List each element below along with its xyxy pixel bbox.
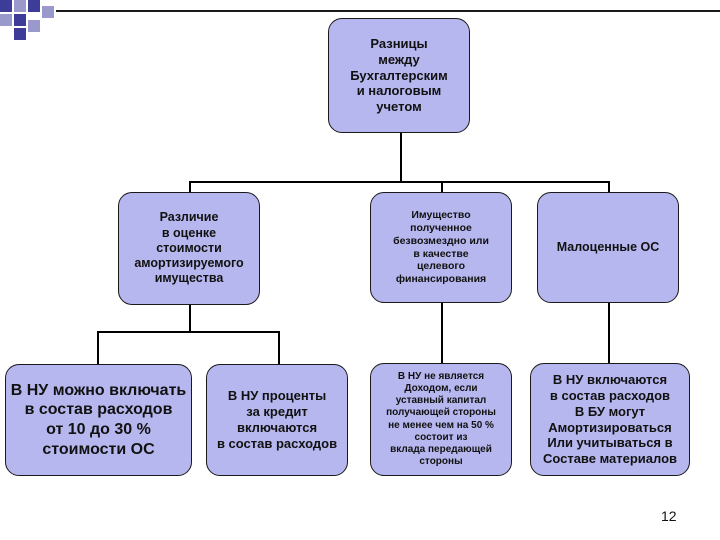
connector-level1-left-down — [189, 305, 191, 332]
node-low-value-assets-label: Малоценные ОС — [556, 239, 660, 254]
node-not-income: В НУ не является Доходом, если уставный … — [370, 363, 512, 476]
connector-to-level2-1 — [97, 331, 99, 365]
node-depreciation-bonus-label: В НУ можно включать в состав расходов от… — [10, 381, 187, 458]
connector-to-level2-2 — [278, 331, 280, 365]
node-loan-interest: В НУ проценты за кредит включаются в сос… — [206, 364, 348, 476]
node-not-income-label: В НУ не является Доходом, если уставный … — [386, 370, 496, 468]
corner-square-light-3 — [0, 14, 12, 26]
root-node-label: Разницы между Бухгалтерским и налоговым … — [350, 35, 448, 115]
root-node: Разницы между Бухгалтерским и налоговым … — [328, 18, 470, 133]
connector-root-down — [400, 133, 402, 181]
connector-middle-down — [441, 303, 443, 363]
connector-to-level1-right — [608, 181, 610, 193]
connector-right-down — [608, 303, 610, 363]
corner-square-light-1 — [14, 0, 26, 12]
connector-level1-bar — [189, 181, 609, 183]
page-number: 12 — [661, 508, 677, 524]
corner-square-dark-4 — [14, 28, 26, 40]
node-depreciation-bonus: В НУ можно включать в состав расходов от… — [5, 364, 192, 476]
node-free-property: Имущество полученное безвозмездно или в … — [370, 192, 512, 303]
corner-square-light-4 — [28, 20, 40, 32]
node-valuation-difference: Различие в оценке стоимости амортизируем… — [118, 192, 260, 305]
node-expenses-inclusion-label: В НУ включаются в состав расходов В БУ м… — [542, 371, 678, 467]
node-low-value-assets: Малоценные ОС — [537, 192, 679, 303]
node-free-property-label: Имущество полученное безвозмездно или в … — [393, 209, 489, 286]
node-valuation-difference-label: Различие в оценке стоимости амортизируем… — [134, 210, 244, 286]
connector-to-level1-left — [189, 181, 191, 193]
corner-square-dark-3 — [14, 14, 26, 26]
connector-to-level1-middle — [441, 181, 443, 193]
connector-level2-bar — [97, 331, 280, 333]
top-rule — [56, 10, 720, 12]
corner-square-dark-2 — [28, 0, 40, 12]
corner-square-dark-1 — [0, 0, 12, 12]
node-loan-interest-label: В НУ проценты за кредит включаются в сос… — [216, 388, 338, 451]
node-expenses-inclusion: В НУ включаются в состав расходов В БУ м… — [530, 363, 690, 476]
corner-square-light-2 — [42, 6, 54, 18]
